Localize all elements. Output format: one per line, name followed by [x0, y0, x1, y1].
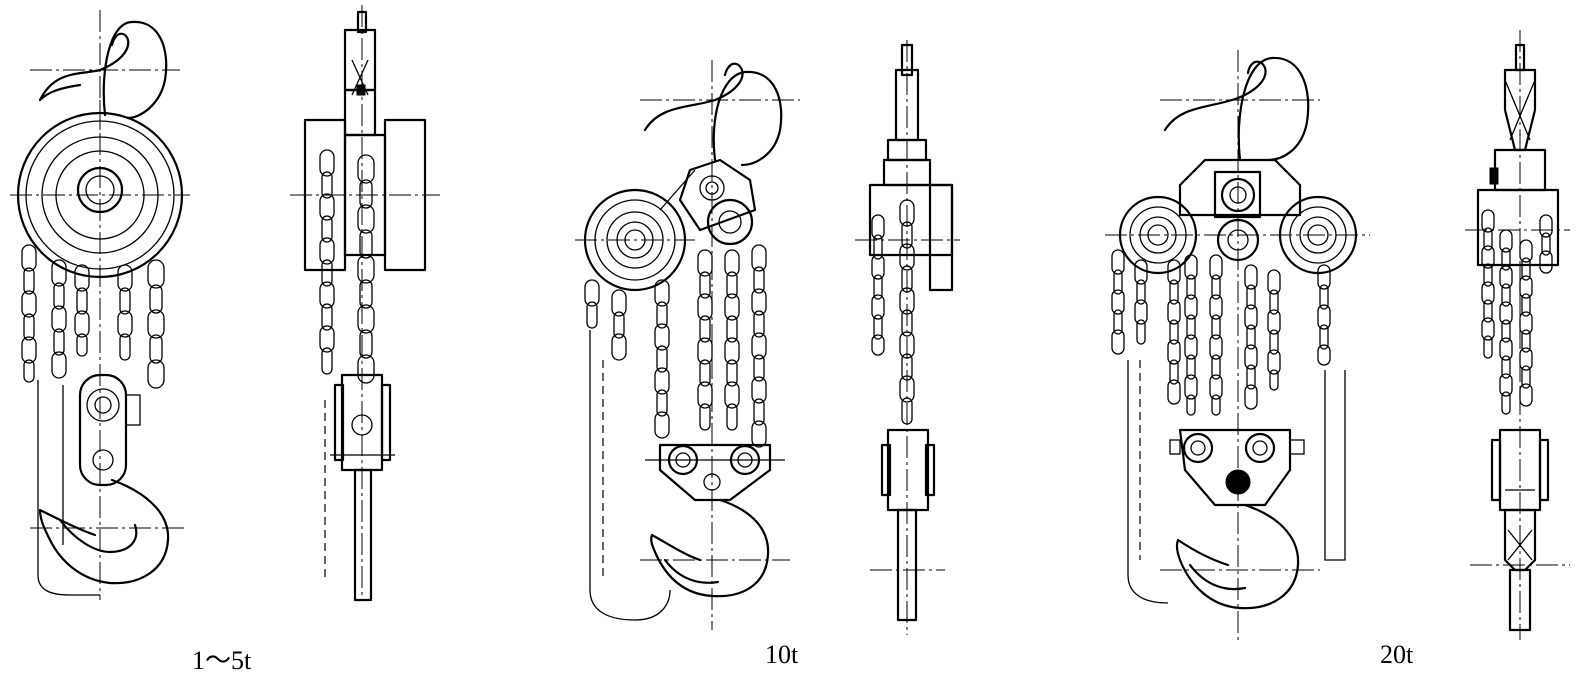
chain-set [1111, 249, 1331, 416]
hoist-1-5t-front-view [10, 10, 190, 600]
side-chain [1481, 209, 1553, 415]
hoist-20t-front-view [1105, 50, 1370, 640]
caption-20t: 20t [1380, 640, 1414, 669]
chain-set [584, 244, 767, 448]
chain-right [117, 259, 165, 389]
hoist-10t-side-view [855, 40, 960, 635]
hoist-1-5t-side-view [290, 5, 440, 602]
side-chain [319, 149, 375, 384]
side-chain [871, 199, 915, 425]
chain-left [21, 244, 90, 383]
lower-block [1178, 428, 1292, 507]
hoist-20t-side-view [1465, 30, 1570, 640]
caption-1-5t: 1～5t [192, 646, 252, 675]
bottom-hook [38, 478, 170, 585]
caption-10t: 10t [765, 640, 799, 669]
bottom-hook [650, 498, 770, 598]
lower-block [658, 443, 772, 502]
lower-block [78, 373, 128, 487]
top-hook [38, 20, 168, 120]
top-hook [643, 62, 783, 167]
hoist-10t-front-view [575, 60, 800, 630]
top-hook [1163, 56, 1310, 162]
